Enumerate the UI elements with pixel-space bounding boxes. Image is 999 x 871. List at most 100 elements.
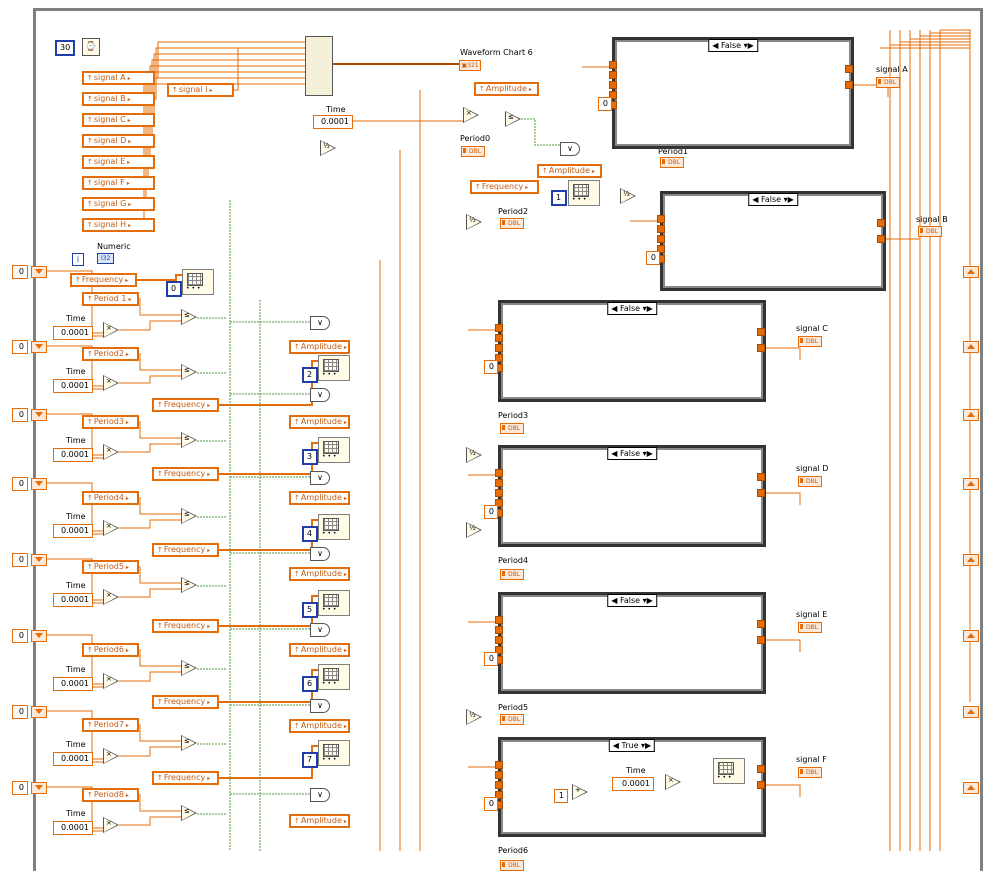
case-5-in-tunnel-1[interactable]: [495, 771, 503, 779]
case-3-in-tunnel-0[interactable]: [495, 469, 503, 477]
case-selector-left-arrow-icon[interactable]: ◀: [611, 449, 618, 458]
time-constant-7[interactable]: 0.0001: [53, 821, 93, 835]
case-4-out-tunnel-1[interactable]: [757, 636, 765, 644]
case-selector-2[interactable]: ◀ False ▾▶: [607, 302, 657, 315]
reciprocal-node-5[interactable]: ½: [466, 709, 482, 725]
waveform-chart-indicator[interactable]: ▣321: [459, 60, 481, 71]
case-structure-3[interactable]: ◀ False ▾▶: [498, 445, 766, 547]
signal-c-control[interactable]: ↑signal C▸: [82, 113, 155, 127]
case-1-output-indicator[interactable]: DBL: [918, 226, 943, 237]
signal-b-control[interactable]: ↑signal B▸: [82, 92, 155, 106]
case-5-in-tunnel-0[interactable]: [495, 761, 503, 769]
period-4-indicator[interactable]: DBL: [500, 569, 525, 580]
period-2-indicator[interactable]: DBL: [500, 218, 525, 229]
case-4-out-tunnel-0[interactable]: [757, 620, 765, 628]
case-2-out-tunnel-0[interactable]: [757, 328, 765, 336]
frequency-control-b[interactable]: ↑Frequency▸: [470, 180, 539, 194]
case-0-out-tunnel-1[interactable]: [845, 81, 853, 89]
period-8-control[interactable]: ↑Period8▸: [82, 788, 139, 802]
case-1-out-tunnel-0[interactable]: [877, 219, 885, 227]
reciprocal-node-3[interactable]: ½: [466, 447, 482, 463]
case-5-in-tunnel-3[interactable]: [495, 791, 503, 799]
case-3-zero-constant[interactable]: 0: [484, 505, 498, 519]
shift-init-constant-4[interactable]: 0: [12, 553, 28, 567]
case-selector-dropdown-icon[interactable]: ▾▶: [640, 449, 653, 458]
shift-register-left-5[interactable]: [31, 630, 47, 642]
amplitude-control-6[interactable]: ↑Amplitude▸: [289, 814, 350, 828]
or-node-3[interactable]: ∨: [310, 547, 330, 561]
case-0-in-tunnel-0[interactable]: [609, 61, 617, 69]
reciprocal-node-2[interactable]: ½: [466, 214, 482, 230]
period-3-control[interactable]: ↑Period3▸: [82, 415, 139, 429]
amplitude-control-4[interactable]: ↑Amplitude▸: [289, 643, 350, 657]
compare-node-5[interactable]: ≤: [181, 660, 197, 676]
case-5-out-tunnel-0[interactable]: [757, 765, 765, 773]
compare-node-6[interactable]: ≤: [181, 735, 197, 751]
multiply-node-1[interactable]: ×: [103, 375, 119, 391]
case-2-in-tunnel-2[interactable]: [495, 344, 503, 352]
case-4-in-tunnel-2[interactable]: [495, 636, 503, 644]
shift-register-right-3[interactable]: [963, 478, 979, 490]
signal-f-control[interactable]: ↑signal F▸: [82, 176, 155, 190]
multiply-node-3[interactable]: ×: [103, 520, 119, 536]
case-1-in-tunnel-2[interactable]: [657, 235, 665, 243]
shift-register-right-5[interactable]: [963, 630, 979, 642]
shift-register-left-4[interactable]: [31, 554, 47, 566]
case-3-in-tunnel-3[interactable]: [495, 499, 503, 507]
case-structure-1[interactable]: ◀ False ▾▶: [660, 191, 886, 291]
case-f-waveform-vi[interactable]: • • •: [713, 758, 745, 784]
case-f-increment-constant[interactable]: 1: [554, 789, 568, 803]
or-node-2[interactable]: ∨: [310, 471, 330, 485]
case-0-in-tunnel-2[interactable]: [609, 81, 617, 89]
shift-init-constant-2[interactable]: 0: [12, 408, 28, 422]
basic-function-generator-5[interactable]: • • •: [318, 664, 350, 690]
multiply-node-6[interactable]: ×: [103, 748, 119, 764]
time-constant-3[interactable]: 0.0001: [53, 524, 93, 538]
case-4-output-indicator[interactable]: DBL: [798, 622, 823, 633]
shift-init-constant-5[interactable]: 0: [12, 629, 28, 643]
signal-g-control[interactable]: ↑signal G▸: [82, 197, 155, 211]
case-3-output-indicator[interactable]: DBL: [798, 476, 823, 487]
period-2-control[interactable]: ↑Period2▸: [82, 347, 139, 361]
wait-ms-constant[interactable]: 30: [55, 40, 76, 56]
amplitude-control-3[interactable]: ↑Amplitude▸: [289, 567, 350, 581]
case-5-zero-constant[interactable]: 0: [484, 797, 498, 811]
case-0-zero-constant[interactable]: 0: [598, 97, 612, 111]
shift-init-constant-6[interactable]: 0: [12, 705, 28, 719]
basic-function-generator-6[interactable]: • • •: [318, 740, 350, 766]
case-5-out-tunnel-1[interactable]: [757, 781, 765, 789]
shift-register-right-1[interactable]: [963, 341, 979, 353]
time-constant-5[interactable]: 0.0001: [53, 677, 93, 691]
case-5-in-tunnel-2[interactable]: [495, 781, 503, 789]
multiply-node-top[interactable]: ×: [463, 107, 479, 123]
amplitude-control-5[interactable]: ↑Amplitude▸: [289, 719, 350, 733]
multiply-node-5[interactable]: ×: [103, 673, 119, 689]
shift-register-right-0[interactable]: [963, 266, 979, 278]
index-constant-2[interactable]: 3: [302, 449, 318, 465]
case-3-in-tunnel-1[interactable]: [495, 479, 503, 487]
shift-register-left-7[interactable]: [31, 782, 47, 794]
signal-h-control[interactable]: ↑signal H▸: [82, 218, 155, 232]
case-structure-4[interactable]: ◀ False ▾▶: [498, 592, 766, 694]
wait-timer-icon[interactable]: ⌚: [82, 38, 100, 56]
compare-node-3[interactable]: ≤: [181, 508, 197, 524]
case-selector-left-arrow-icon[interactable]: ◀: [611, 304, 618, 313]
case-selector-left-arrow-icon[interactable]: ◀: [752, 195, 759, 204]
case-selector-dropdown-icon[interactable]: ▾▶: [638, 741, 652, 750]
frequency-control-3[interactable]: ↑Frequency▸: [152, 543, 219, 557]
period-7-control[interactable]: ↑Period7▸: [82, 718, 139, 732]
case-3-out-tunnel-1[interactable]: [757, 489, 765, 497]
shift-register-right-4[interactable]: [963, 554, 979, 566]
index-constant-1[interactable]: 2: [302, 367, 318, 383]
case-selector-left-arrow-icon[interactable]: ◀: [611, 596, 618, 605]
period-6-indicator[interactable]: DBL: [500, 860, 525, 871]
frequency-control-0[interactable]: ↑Frequency▸: [70, 273, 137, 287]
frequency-control-5[interactable]: ↑Frequency▸: [152, 695, 219, 709]
case-1-in-tunnel-1[interactable]: [657, 225, 665, 233]
period-4-control[interactable]: ↑Period4▸: [82, 491, 139, 505]
case-2-in-tunnel-3[interactable]: [495, 354, 503, 362]
signal-e-control[interactable]: ↑signal E▸: [82, 155, 155, 169]
case-1-zero-constant[interactable]: 0: [646, 251, 660, 265]
case-selector-3[interactable]: ◀ False ▾▶: [607, 447, 657, 460]
